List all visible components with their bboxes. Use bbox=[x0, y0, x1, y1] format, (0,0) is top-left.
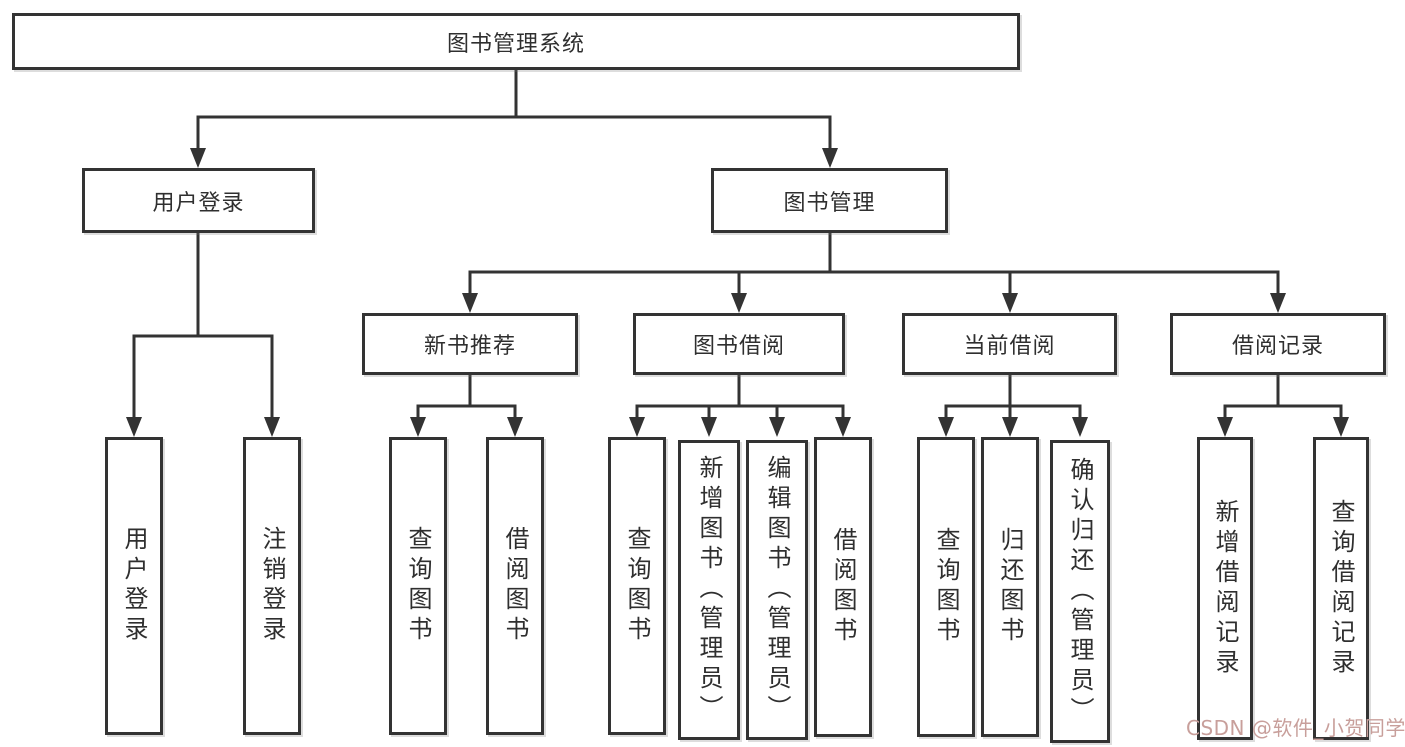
csdn-watermark: CSDN @软件_小贺同学 bbox=[1186, 716, 1405, 740]
arrow-down-icon bbox=[1072, 417, 1088, 437]
leaf-search-books-borrowing: 查询图书 bbox=[608, 437, 666, 735]
arrowheads bbox=[126, 148, 1349, 437]
arrow-down-icon bbox=[462, 293, 478, 313]
connector-borrowing-split bbox=[635, 404, 845, 419]
arrow-down-icon bbox=[190, 148, 206, 168]
arrow-down-icon bbox=[1270, 293, 1286, 313]
connector-records-split bbox=[1223, 404, 1343, 419]
arrow-down-icon bbox=[410, 417, 426, 437]
leaf-search-books-recommend: 查询图书 bbox=[389, 437, 447, 735]
node-borrowing-records: 借阅记录 bbox=[1170, 313, 1386, 375]
arrow-down-icon bbox=[507, 417, 523, 437]
arrow-down-icon bbox=[938, 417, 954, 437]
leaf-edit-books-admin: 编辑图书（管理员） bbox=[746, 440, 808, 740]
arrow-down-icon bbox=[1217, 417, 1233, 437]
leaf-return-books: 归还图书 bbox=[981, 437, 1039, 737]
arrow-down-icon bbox=[835, 417, 851, 437]
leaf-add-borrow-record: 新增借阅记录 bbox=[1197, 437, 1253, 740]
leaf-confirm-return-admin: 确认归还（管理员） bbox=[1050, 440, 1110, 743]
node-new-book-recommendation: 新书推荐 bbox=[362, 313, 578, 375]
connector-lines bbox=[132, 68, 1343, 419]
arrow-down-icon bbox=[1002, 417, 1018, 437]
leaf-add-books-admin: 新增图书（管理员） bbox=[678, 440, 740, 740]
connector-current-split bbox=[944, 404, 1082, 419]
node-current-borrowing: 当前借阅 bbox=[902, 313, 1117, 375]
connector-recommend-split bbox=[416, 404, 517, 419]
connector-userlogin-split bbox=[132, 334, 274, 419]
connector-level2-split bbox=[468, 270, 1280, 295]
arrow-down-icon bbox=[822, 148, 838, 168]
node-book-management: 图书管理 bbox=[711, 168, 948, 233]
node-book-borrowing: 图书借阅 bbox=[633, 313, 845, 375]
arrow-down-icon bbox=[126, 417, 142, 437]
leaf-search-borrow-record: 查询借阅记录 bbox=[1313, 437, 1369, 740]
arrow-down-icon bbox=[629, 417, 645, 437]
arrow-down-icon bbox=[1333, 417, 1349, 437]
leaf-borrow-books-recommend: 借阅图书 bbox=[486, 437, 544, 735]
leaf-search-books-current: 查询图书 bbox=[917, 437, 975, 737]
arrow-down-icon bbox=[264, 417, 280, 437]
arrow-down-icon bbox=[769, 417, 785, 437]
arrow-down-icon bbox=[731, 293, 747, 313]
connector-level1-split bbox=[196, 115, 832, 150]
leaf-logout: 注销登录 bbox=[243, 437, 301, 735]
arrow-down-icon bbox=[701, 417, 717, 437]
node-library-system: 图书管理系统 bbox=[12, 13, 1020, 70]
arrow-down-icon bbox=[1002, 293, 1018, 313]
leaf-borrow-books-borrowing: 借阅图书 bbox=[814, 437, 872, 737]
node-user-login: 用户登录 bbox=[82, 168, 315, 233]
leaf-user-login: 用户登录 bbox=[105, 437, 163, 735]
